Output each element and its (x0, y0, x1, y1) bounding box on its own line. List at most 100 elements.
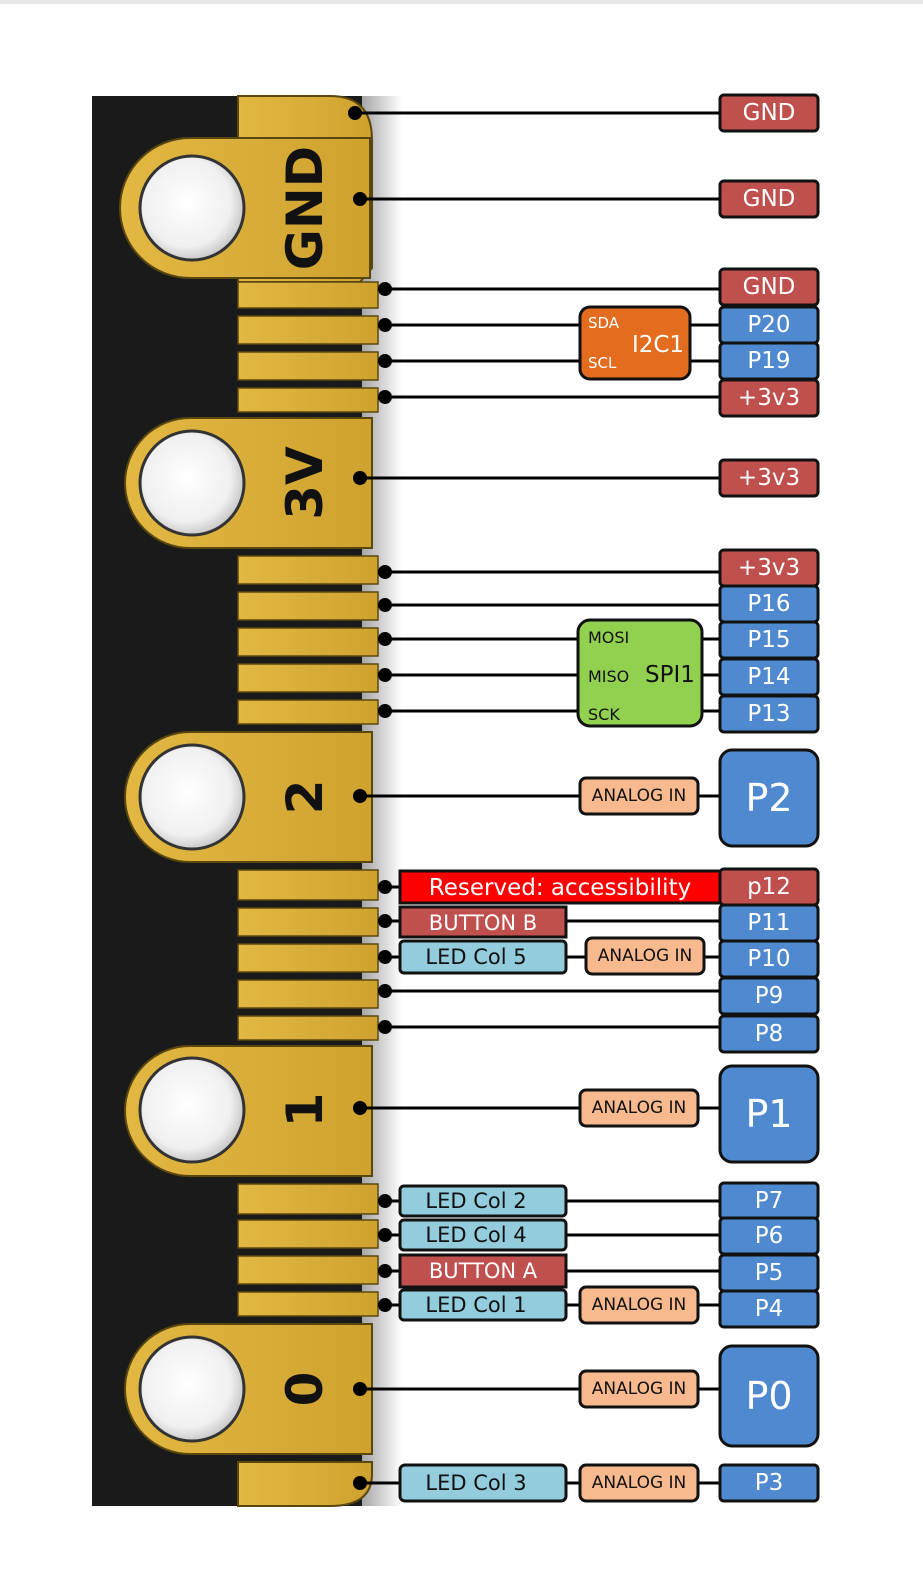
i2c-block: SDA SCL I2C1 (578, 305, 692, 381)
pad-2-label: 2 (276, 780, 334, 815)
gnd-hole (138, 154, 246, 262)
pin-p8: P8 (718, 1014, 820, 1054)
svg-text:GND: GND (743, 100, 796, 126)
svg-text:+3v3: +3v3 (738, 465, 800, 491)
edge-fingers-4 (237, 1183, 379, 1317)
analog-in-p4-label: ANALOG IN (578, 1285, 700, 1325)
svg-text:P4: P4 (755, 1296, 784, 1322)
pin-p13: P13 (718, 694, 820, 734)
pin-gnd-3: GND (718, 267, 820, 307)
analog-in-p3-label: ANALOG IN (578, 1463, 700, 1503)
pin-p3: P3 (718, 1463, 820, 1503)
spi-title: SPI1 (645, 662, 695, 688)
svg-text:GND: GND (743, 186, 796, 212)
svg-text:P14: P14 (747, 664, 790, 690)
svg-text:+3v3: +3v3 (738, 385, 800, 411)
svg-text:BUTTON A: BUTTON A (429, 1259, 538, 1283)
3v-pad-label: 3V (276, 446, 334, 520)
spi-miso-label: MISO (588, 667, 629, 686)
connection-dots (348, 106, 392, 1490)
pin-p16: P16 (718, 584, 820, 624)
svg-text:P11: P11 (747, 910, 790, 936)
reserved-label: Reserved: accessibility (398, 869, 724, 905)
svg-text:BUTTON B: BUTTON B (429, 911, 537, 935)
pin-p5: P5 (718, 1253, 820, 1293)
pin-p15: P15 (718, 620, 820, 660)
pin-p19: P19 (718, 341, 820, 381)
svg-text:P5: P5 (755, 1260, 784, 1286)
analog-in-p1-label: ANALOG IN (578, 1088, 700, 1128)
analog-in-p10-label: ANALOG IN (584, 936, 706, 976)
svg-text:Reserved: accessibility: Reserved: accessibility (429, 875, 691, 901)
edge-fingers-3 (237, 869, 379, 1041)
svg-text:+3v3: +3v3 (738, 555, 800, 581)
pin-p12: p12 (718, 867, 820, 907)
pin-3v3-c: +3v3 (718, 548, 820, 588)
spi-mosi-label: MOSI (588, 628, 629, 647)
svg-text:P20: P20 (747, 312, 790, 338)
svg-text:LED Col 4: LED Col 4 (425, 1223, 526, 1247)
pin-gnd-1: GND (718, 93, 820, 133)
pin-3v3-b: +3v3 (718, 458, 820, 498)
pin-p14: P14 (718, 657, 820, 697)
svg-text:LED Col 5: LED Col 5 (425, 945, 526, 969)
spi-block: MOSI MISO SCK SPI1 (576, 618, 704, 728)
svg-text:LED Col 1: LED Col 1 (425, 1293, 526, 1317)
button-b-label: BUTTON B (398, 905, 568, 939)
pin-p6: P6 (718, 1216, 820, 1256)
analog-in-p2-label: ANALOG IN (578, 776, 700, 816)
svg-text:ANALOG IN: ANALOG IN (592, 1295, 687, 1315)
svg-text:ANALOG IN: ANALOG IN (598, 946, 693, 966)
svg-text:P6: P6 (755, 1223, 784, 1249)
svg-text:LED Col 3: LED Col 3 (425, 1471, 526, 1495)
pin-3v3-a: +3v3 (718, 378, 820, 418)
spi-sck-label: SCK (588, 705, 620, 724)
pin-p7: P7 (718, 1181, 820, 1221)
led-col-4-label: LED Col 4 (398, 1218, 568, 1252)
svg-text:P9: P9 (755, 983, 784, 1009)
svg-text:ANALOG IN: ANALOG IN (592, 1379, 687, 1399)
svg-text:ANALOG IN: ANALOG IN (592, 786, 687, 806)
led-col-1-label: LED Col 1 (398, 1288, 568, 1322)
pad-1-hole (138, 1056, 246, 1164)
svg-text:ANALOG IN: ANALOG IN (592, 1098, 687, 1118)
pin-p4: P4 (718, 1289, 820, 1329)
pad-2-hole (138, 743, 246, 851)
analog-in-p0-label: ANALOG IN (578, 1369, 700, 1409)
svg-text:ANALOG IN: ANALOG IN (592, 1473, 687, 1493)
svg-text:P7: P7 (755, 1188, 784, 1214)
pin-p9: P9 (718, 976, 820, 1016)
top-divider (0, 0, 923, 4)
led-col-2-label: LED Col 2 (398, 1184, 568, 1218)
svg-text:P10: P10 (747, 946, 790, 972)
pad-1-label: 1 (276, 1093, 334, 1128)
gnd-pad-label: GND (276, 146, 334, 270)
button-a-label: BUTTON A (398, 1253, 568, 1289)
svg-text:P2: P2 (745, 776, 792, 820)
svg-text:LED Col 2: LED Col 2 (425, 1189, 526, 1213)
pin-p1: P1 (718, 1064, 820, 1164)
svg-text:P15: P15 (747, 627, 790, 653)
i2c-scl-label: SCL (588, 354, 617, 372)
pin-p20: P20 (718, 305, 820, 345)
svg-text:P3: P3 (755, 1470, 784, 1496)
led-col-3-label: LED Col 3 (398, 1463, 568, 1503)
edge-fingers-2 (237, 555, 379, 725)
pad-0-hole (138, 1335, 246, 1443)
i2c-sda-label: SDA (588, 314, 620, 332)
pin-p10: P10 (718, 939, 820, 979)
pin-p0: P0 (718, 1344, 820, 1448)
3v-hole (138, 429, 246, 537)
edge-fingers-1 (237, 281, 379, 413)
svg-text:P1: P1 (745, 1092, 792, 1136)
svg-text:P8: P8 (755, 1021, 784, 1047)
pin-p2: P2 (718, 748, 820, 848)
svg-text:P19: P19 (747, 348, 790, 374)
svg-text:P16: P16 (747, 591, 790, 617)
bottom-pad-strip (237, 1461, 373, 1507)
led-col-5-label: LED Col 5 (398, 939, 568, 975)
pad-0-label: 0 (276, 1372, 334, 1407)
svg-text:P13: P13 (747, 701, 790, 727)
